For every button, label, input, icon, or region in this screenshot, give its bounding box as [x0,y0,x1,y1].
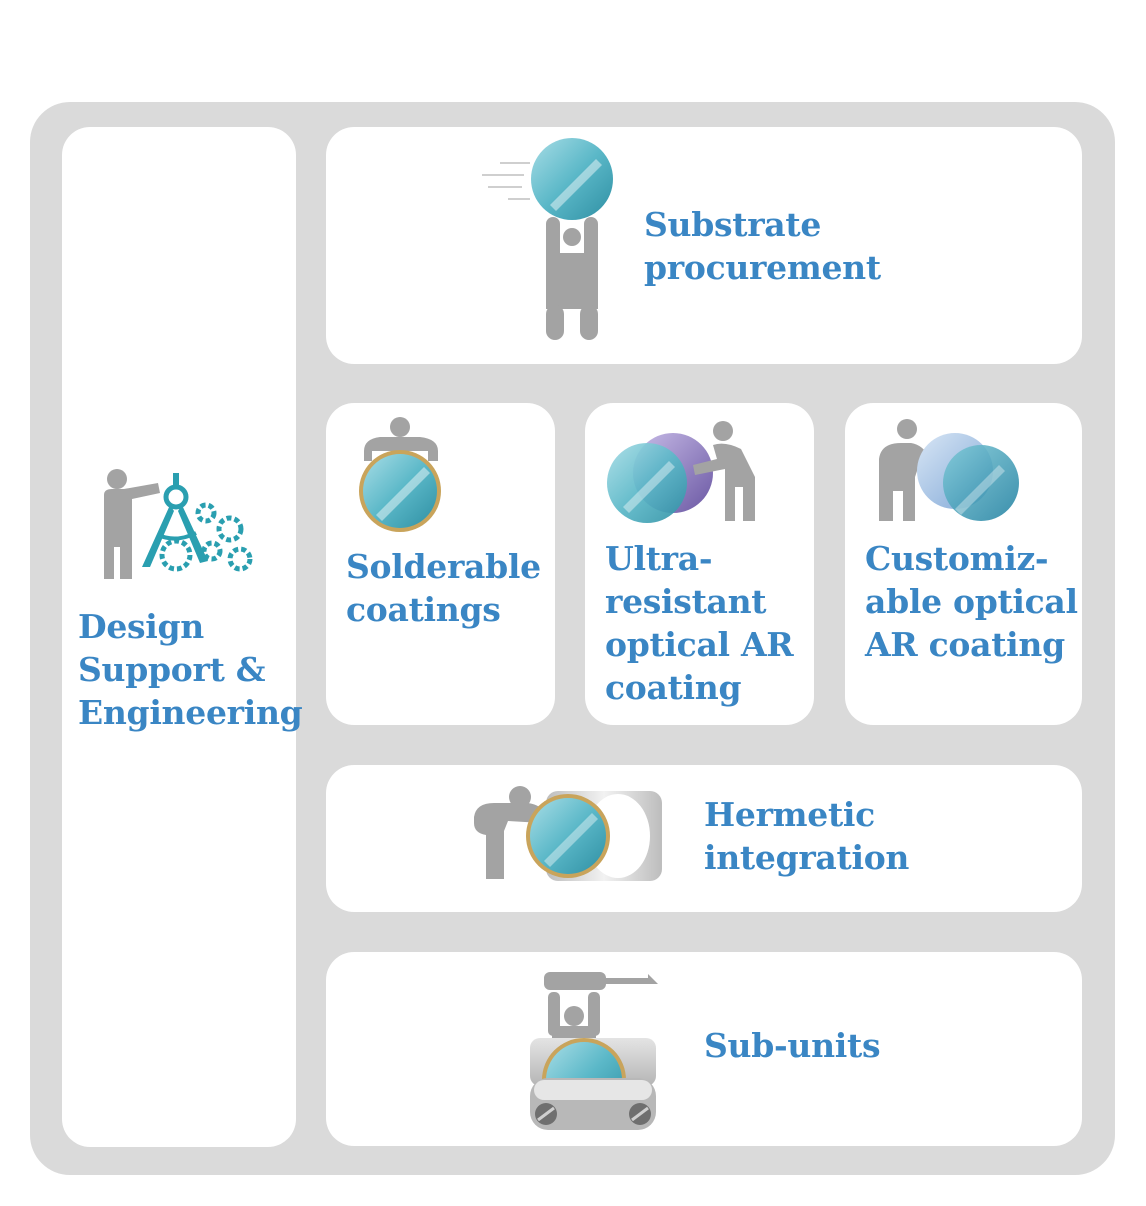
person-pushing-overlapping-lenses-icon [607,421,755,523]
sub-units-label: Sub-units [704,1026,881,1065]
customizable-coating-label: Customiz- able optical AR coating [865,539,1078,664]
substrate-procurement-card: Substrate procurement [326,127,1082,364]
person-with-lens-in-mount-icon [530,972,658,1130]
person-carrying-lens-icon [482,138,613,340]
hermetic-integration-label: Hermetic integration [704,795,910,877]
solderable-coatings-label: Solderable coatings [346,547,541,629]
ultra-resistant-coating-card: Ultra- resistant optical AR coating [585,403,814,725]
hermetic-integration-card: Hermetic integration [326,765,1082,912]
person-pushing-blue-lenses-icon [879,419,1019,521]
substrate-procurement-label: Substrate procurement [644,205,881,287]
customizable-coating-card: Customiz- able optical AR coating [845,403,1082,725]
design-support-label: Design Support & Engineering [78,607,303,732]
person-inserting-lens-into-housing-icon [474,786,662,881]
sub-units-card: Sub-units [326,952,1082,1146]
person-holding-gold-rimmed-lens-icon [359,417,441,532]
design-support-card: Design Support & Engineering [62,127,303,1147]
ultra-resistant-coating-label: Ultra- resistant optical AR coating [605,539,794,707]
engineer-with-compass-and-gears-icon [104,469,253,579]
solderable-coatings-card: Solderable coatings [326,403,555,725]
